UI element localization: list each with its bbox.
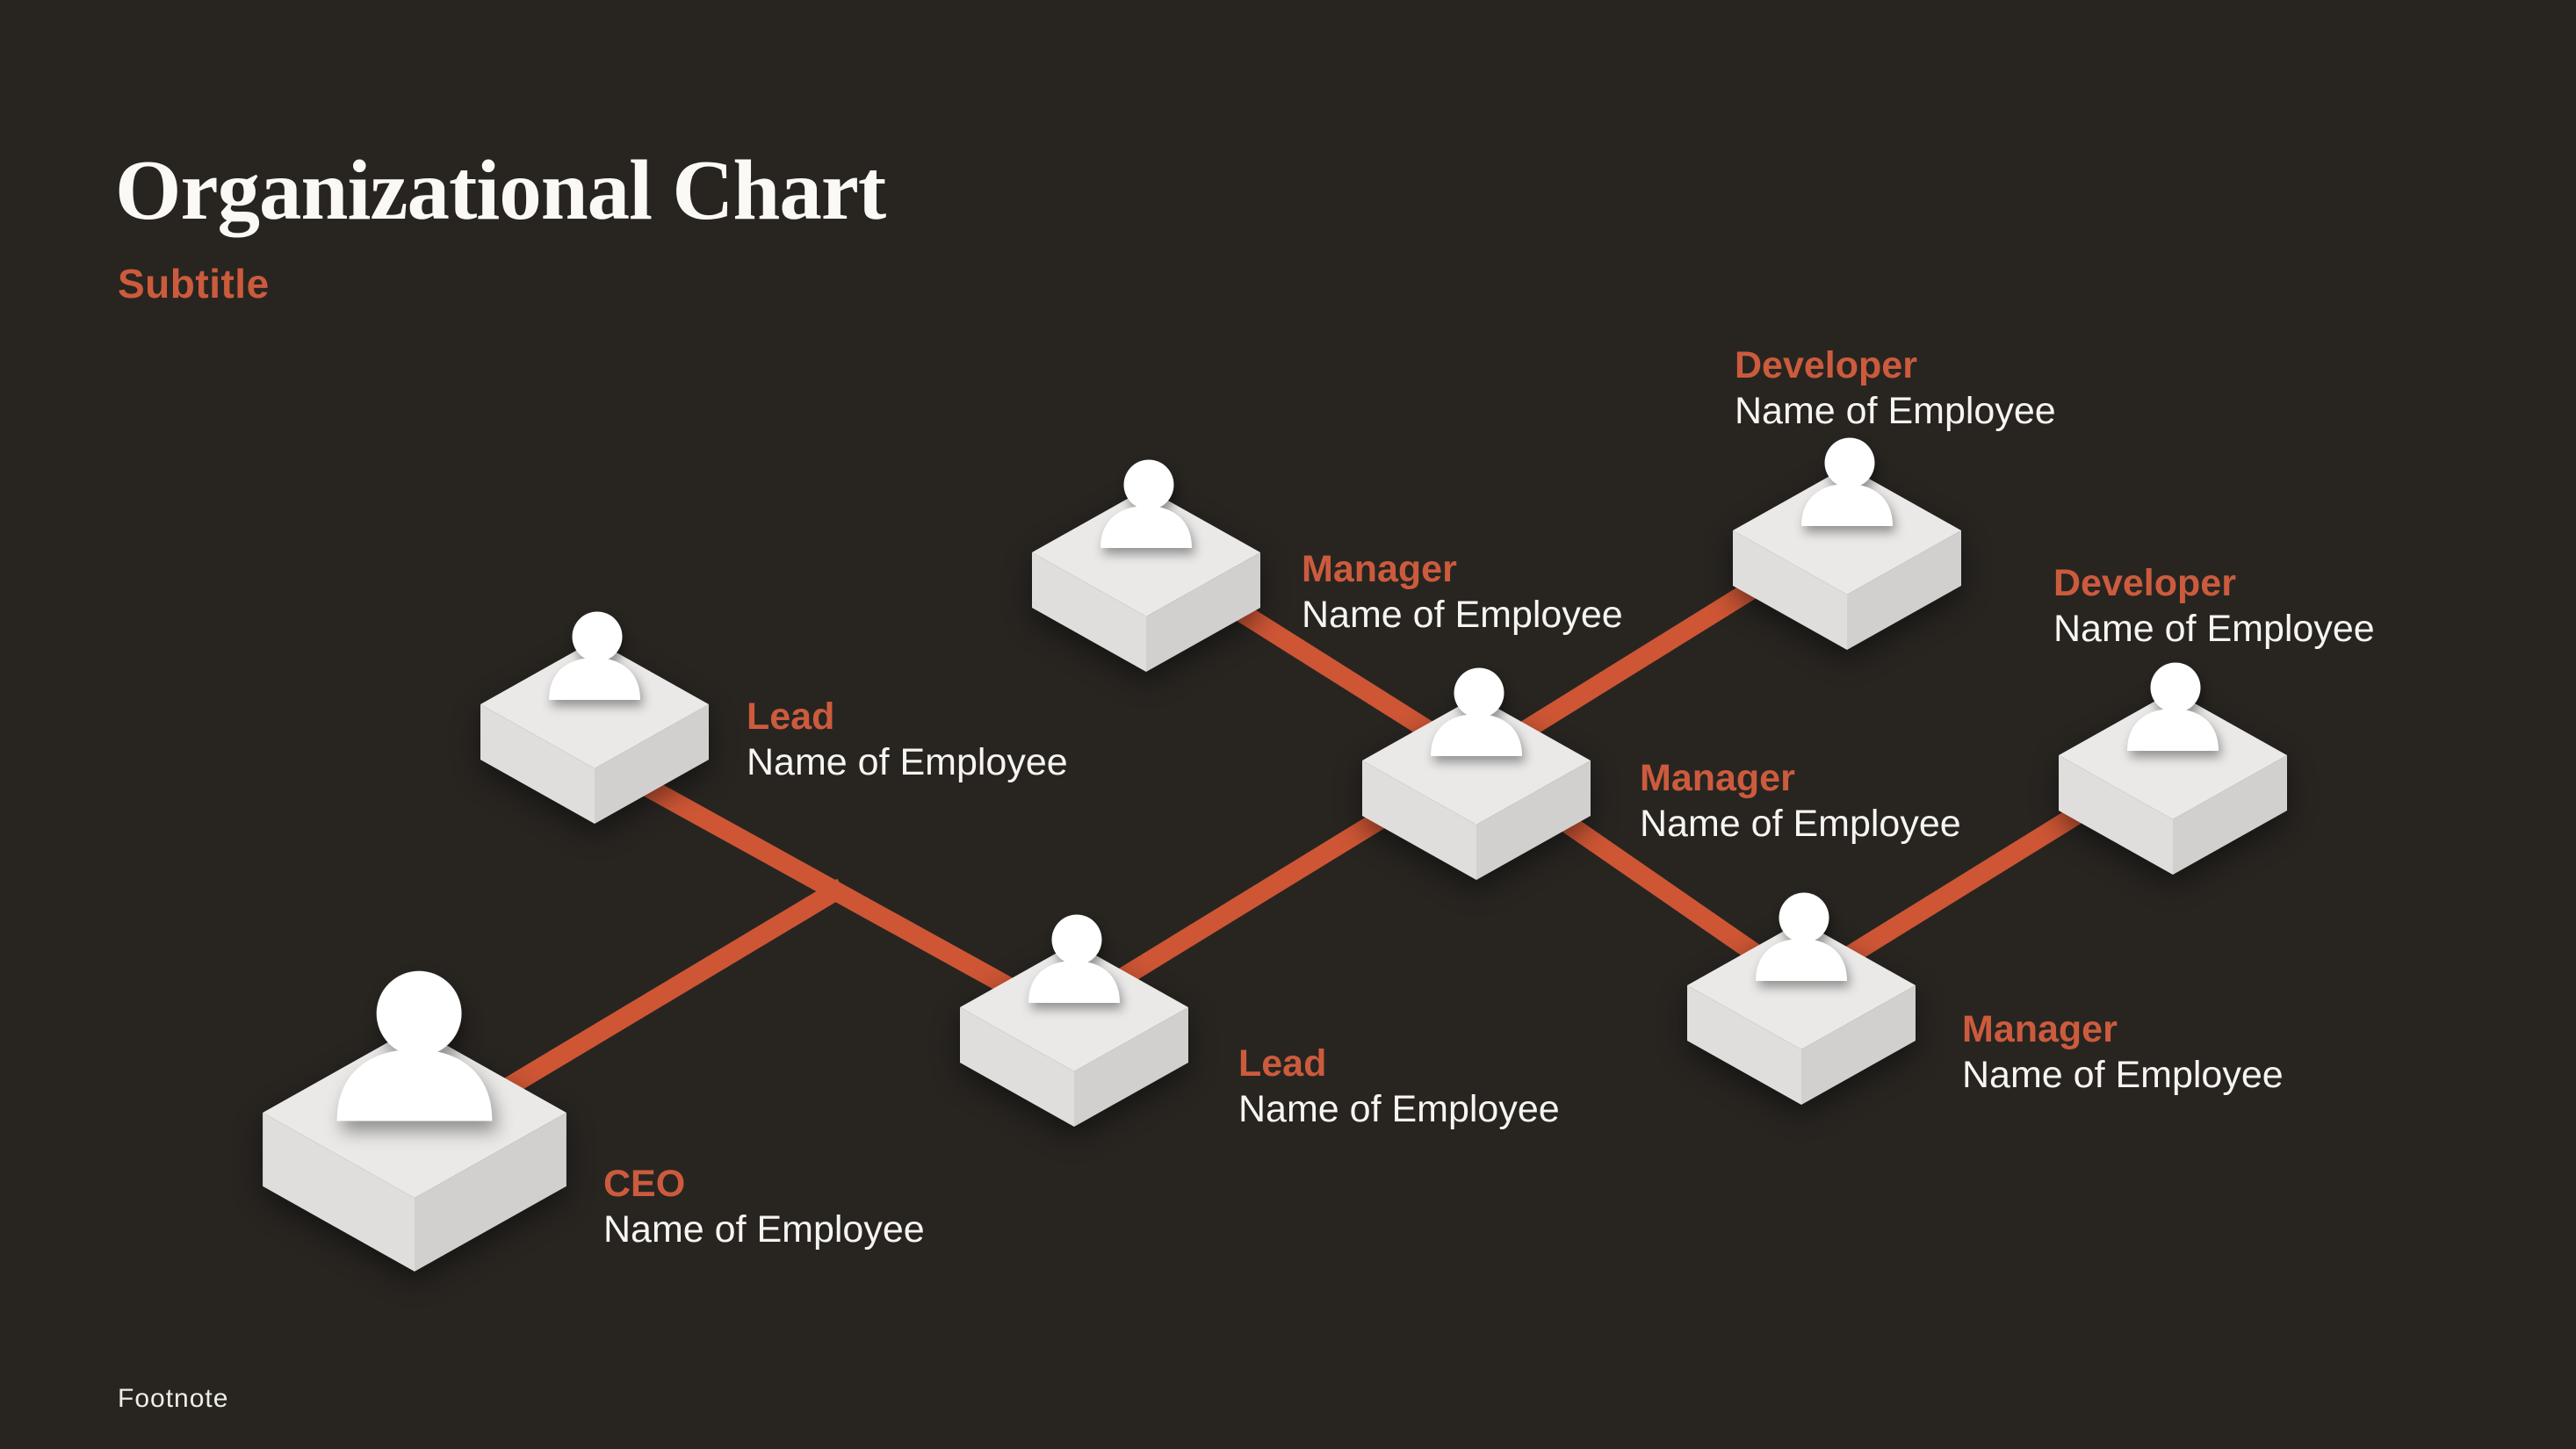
person-icon	[1431, 667, 1522, 756]
person-head	[1454, 667, 1504, 718]
node-name-label: Name of Employee	[1640, 803, 1961, 845]
node-role-label: Developer	[2053, 562, 2236, 604]
person-head	[1051, 914, 1102, 965]
cube-right-face	[595, 704, 709, 824]
cube-left-face	[1032, 552, 1146, 672]
org-nodes	[263, 437, 2287, 1272]
slide-subtitle: Subtitle	[118, 261, 270, 306]
person-head	[1824, 437, 1875, 488]
node-role-label: Developer	[1735, 344, 1917, 386]
cube-top-face	[1687, 921, 1916, 1049]
cube-right-face	[1476, 761, 1591, 880]
isometric-cube	[960, 943, 1188, 1127]
org-node-developer-right	[2059, 662, 2287, 875]
node-role-label: Lead	[747, 696, 834, 738]
person-body	[1100, 506, 1192, 548]
node-role-label: Lead	[1238, 1042, 1326, 1085]
cube-left-face	[480, 704, 595, 824]
isometric-cube	[480, 640, 709, 824]
cube-top-face	[2059, 691, 2287, 819]
cube-top-face	[960, 943, 1188, 1071]
node-name-label: Name of Employee	[1238, 1088, 1560, 1130]
person-head	[2150, 662, 2201, 713]
cube-left-face	[1362, 761, 1476, 880]
isometric-cube	[1362, 696, 1591, 880]
cube-top-face	[1032, 488, 1260, 616]
person-body	[1028, 961, 1120, 1003]
node-role-label: Manager	[1640, 757, 1795, 799]
cube-right-face	[415, 1113, 566, 1272]
person-icon	[1028, 914, 1120, 1003]
org-node-lead-2	[960, 914, 1188, 1127]
node-name-label: Name of Employee	[1302, 594, 1623, 636]
node-name-label: Name of Employee	[2053, 608, 2375, 650]
person-body	[2127, 709, 2219, 751]
cube-top-face	[480, 640, 709, 768]
node-role-label: Manager	[1962, 1008, 2118, 1050]
person-head	[376, 970, 462, 1056]
cube-top-face	[1733, 466, 1961, 595]
node-role-label: CEO	[603, 1163, 685, 1205]
person-head	[1123, 459, 1174, 510]
cube-top-face	[1362, 696, 1591, 825]
node-name-label: Name of Employee	[1735, 390, 2056, 432]
connector-line-ceo-to-junction	[487, 878, 848, 1106]
person-head	[572, 611, 623, 662]
person-body	[549, 658, 640, 700]
org-node-manager-top	[1032, 459, 1260, 672]
org-node-ceo	[263, 970, 566, 1272]
cube-right-face	[2173, 755, 2287, 875]
org-node-lead-1	[480, 611, 709, 824]
cube-right-face	[1074, 1007, 1188, 1127]
org-node-manager-center	[1362, 667, 1591, 880]
cube-left-face	[960, 1007, 1074, 1127]
cube-left-face	[263, 1113, 415, 1272]
person-icon	[1801, 437, 1893, 526]
isometric-cube	[1032, 488, 1260, 672]
person-icon	[549, 611, 640, 700]
cube-right-face	[1146, 552, 1260, 672]
person-body	[1801, 484, 1893, 526]
isometric-cube	[1733, 466, 1961, 650]
page-title: Organizational Chart	[115, 143, 886, 237]
person-icon	[336, 970, 493, 1121]
person-body	[1756, 939, 1847, 981]
org-node-developer-top	[1733, 437, 1961, 650]
cube-right-face	[1847, 530, 1961, 650]
isometric-cube	[1687, 921, 1916, 1105]
cube-left-face	[2059, 755, 2173, 875]
person-body	[1431, 714, 1522, 756]
cube-left-face	[1733, 530, 1847, 650]
org-node-manager-bottom	[1687, 892, 1916, 1105]
person-icon	[2127, 662, 2219, 751]
person-icon	[1756, 892, 1847, 981]
person-body	[336, 1049, 493, 1121]
person-head	[1779, 892, 1829, 943]
cube-right-face	[1801, 985, 1916, 1105]
connector-line-lead1-to-lead2	[631, 772, 1042, 1011]
slide-footnote: Footnote	[118, 1384, 229, 1413]
cube-left-face	[1687, 985, 1801, 1105]
person-icon	[1100, 459, 1192, 548]
node-name-label: Name of Employee	[747, 741, 1068, 783]
isometric-cube	[2059, 691, 2287, 875]
node-name-label: Name of Employee	[1962, 1054, 2284, 1096]
node-role-label: Manager	[1302, 548, 1457, 590]
node-name-label: Name of Employee	[603, 1208, 925, 1251]
